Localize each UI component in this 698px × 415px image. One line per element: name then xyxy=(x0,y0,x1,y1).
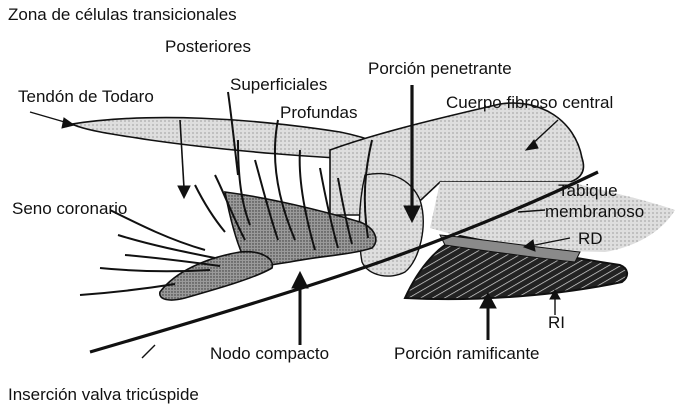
label-tabique-2: membranoso xyxy=(545,203,644,220)
label-porcion-ramificante: Porción ramificante xyxy=(394,345,540,362)
label-profundas: Profundas xyxy=(280,104,358,121)
label-cuerpo-fibroso: Cuerpo fibroso central xyxy=(446,94,613,111)
label-superficiales: Superficiales xyxy=(230,76,327,93)
label-porcion-penetrante: Porción penetrante xyxy=(368,60,512,77)
label-ri: RI xyxy=(548,314,565,331)
label-tendon: Tendón de Todaro xyxy=(18,88,154,105)
label-posteriores: Posteriores xyxy=(165,38,251,55)
label-nodo: Nodo compacto xyxy=(210,345,329,362)
transitional-extension xyxy=(160,252,273,300)
label-zona: Zona de células transicionales xyxy=(8,6,237,23)
label-tabique-1: Tabique xyxy=(558,182,618,199)
label-rd: RD xyxy=(578,230,603,247)
label-seno: Seno coronario xyxy=(12,200,127,217)
label-insercion: Inserción valva tricúspide xyxy=(8,386,199,403)
